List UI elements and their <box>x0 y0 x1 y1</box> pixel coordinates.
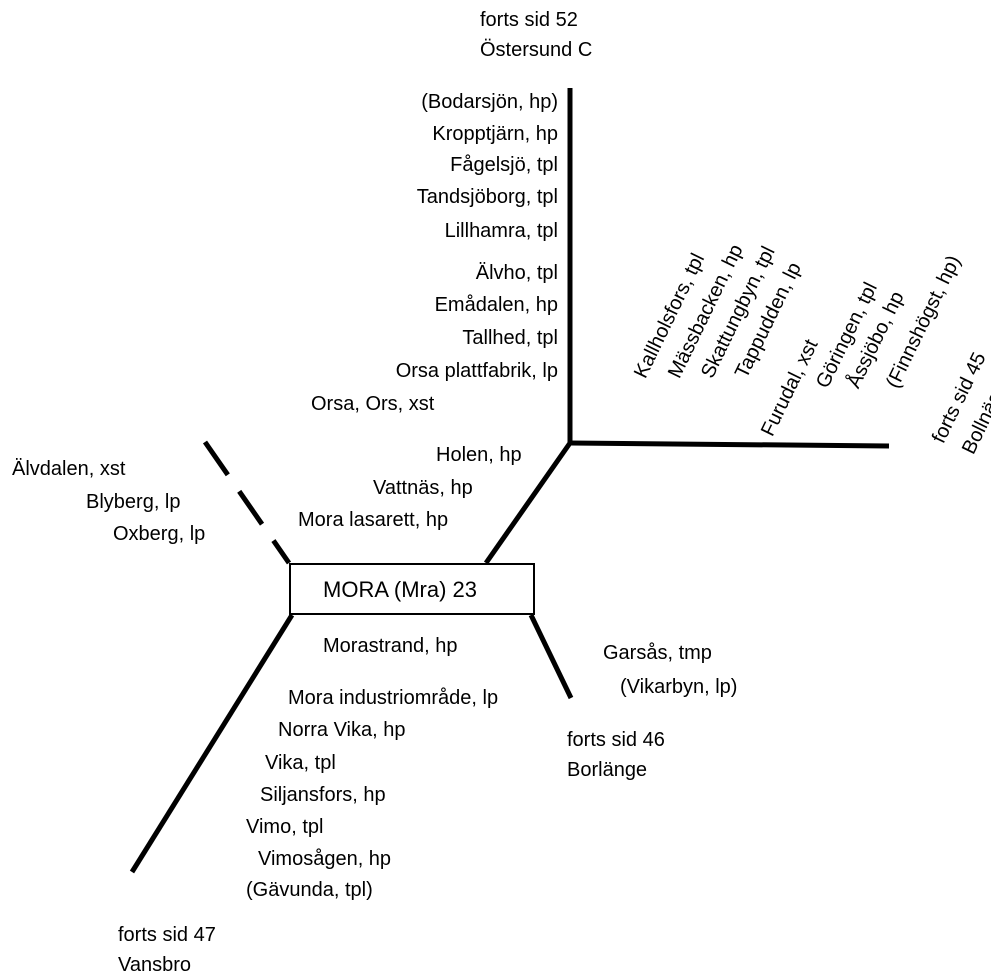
track-northwest-dashed <box>202 440 292 565</box>
station-label: Älvho, tpl <box>475 262 558 284</box>
station-label: Tallhed, tpl <box>462 327 558 349</box>
station-label: Vattnäs, hp <box>373 477 473 499</box>
station-label: Norra Vika, hp <box>278 719 406 741</box>
north-continuation: forts sid 52 <box>480 9 578 31</box>
mora-station-label: MORA (Mra) 23 <box>323 577 478 602</box>
station-label: Vimosågen, hp <box>258 848 392 870</box>
station-label: Tandsjöborg, tpl <box>416 186 558 208</box>
station-label: Kropptjärn, hp <box>432 123 558 145</box>
station-label: Siljansfors, hp <box>260 784 386 806</box>
station-label: Lillhamra, tpl <box>444 220 558 242</box>
station-label: Blyberg, lp <box>86 491 181 513</box>
south-continuation: forts sid 47 <box>118 924 216 946</box>
track-southeast <box>528 613 574 700</box>
station-label: Orsa, Ors, xst <box>311 393 435 415</box>
north-destination: Östersund C <box>480 39 593 61</box>
mora-station-box: MORA (Mra) 23 <box>289 563 535 615</box>
south-destination: Vansbro <box>118 954 192 976</box>
station-label: Mora lasarett, hp <box>298 509 449 531</box>
station-label: Orsa plattfabrik, lp <box>395 360 558 382</box>
station-label: (Bodarsjön, hp) <box>421 91 558 113</box>
station-label: Vika, tpl <box>265 752 336 774</box>
station-label: Vimo, tpl <box>246 816 324 838</box>
station-label: Garsås, tmp <box>603 642 712 664</box>
track-south <box>129 613 295 874</box>
track-east <box>569 440 890 449</box>
station-label: Mora industriområde, lp <box>288 687 499 709</box>
station-label: Älvdalen, xst <box>12 458 126 480</box>
station-label: Emådalen, hp <box>434 294 558 316</box>
station-label: (Vikarbyn, lp) <box>620 676 738 698</box>
station-label: Holen, hp <box>436 444 522 466</box>
station-label: Fågelsjö, tpl <box>450 154 558 176</box>
southeast-continuation: forts sid 46 <box>567 729 665 751</box>
station-label: (Gävunda, tpl) <box>246 879 373 901</box>
track-to-mora-north <box>483 441 573 565</box>
station-label: Oxberg, lp <box>113 523 206 545</box>
station-label: Morastrand, hp <box>323 635 458 657</box>
southeast-destination: Borlänge <box>567 759 648 781</box>
